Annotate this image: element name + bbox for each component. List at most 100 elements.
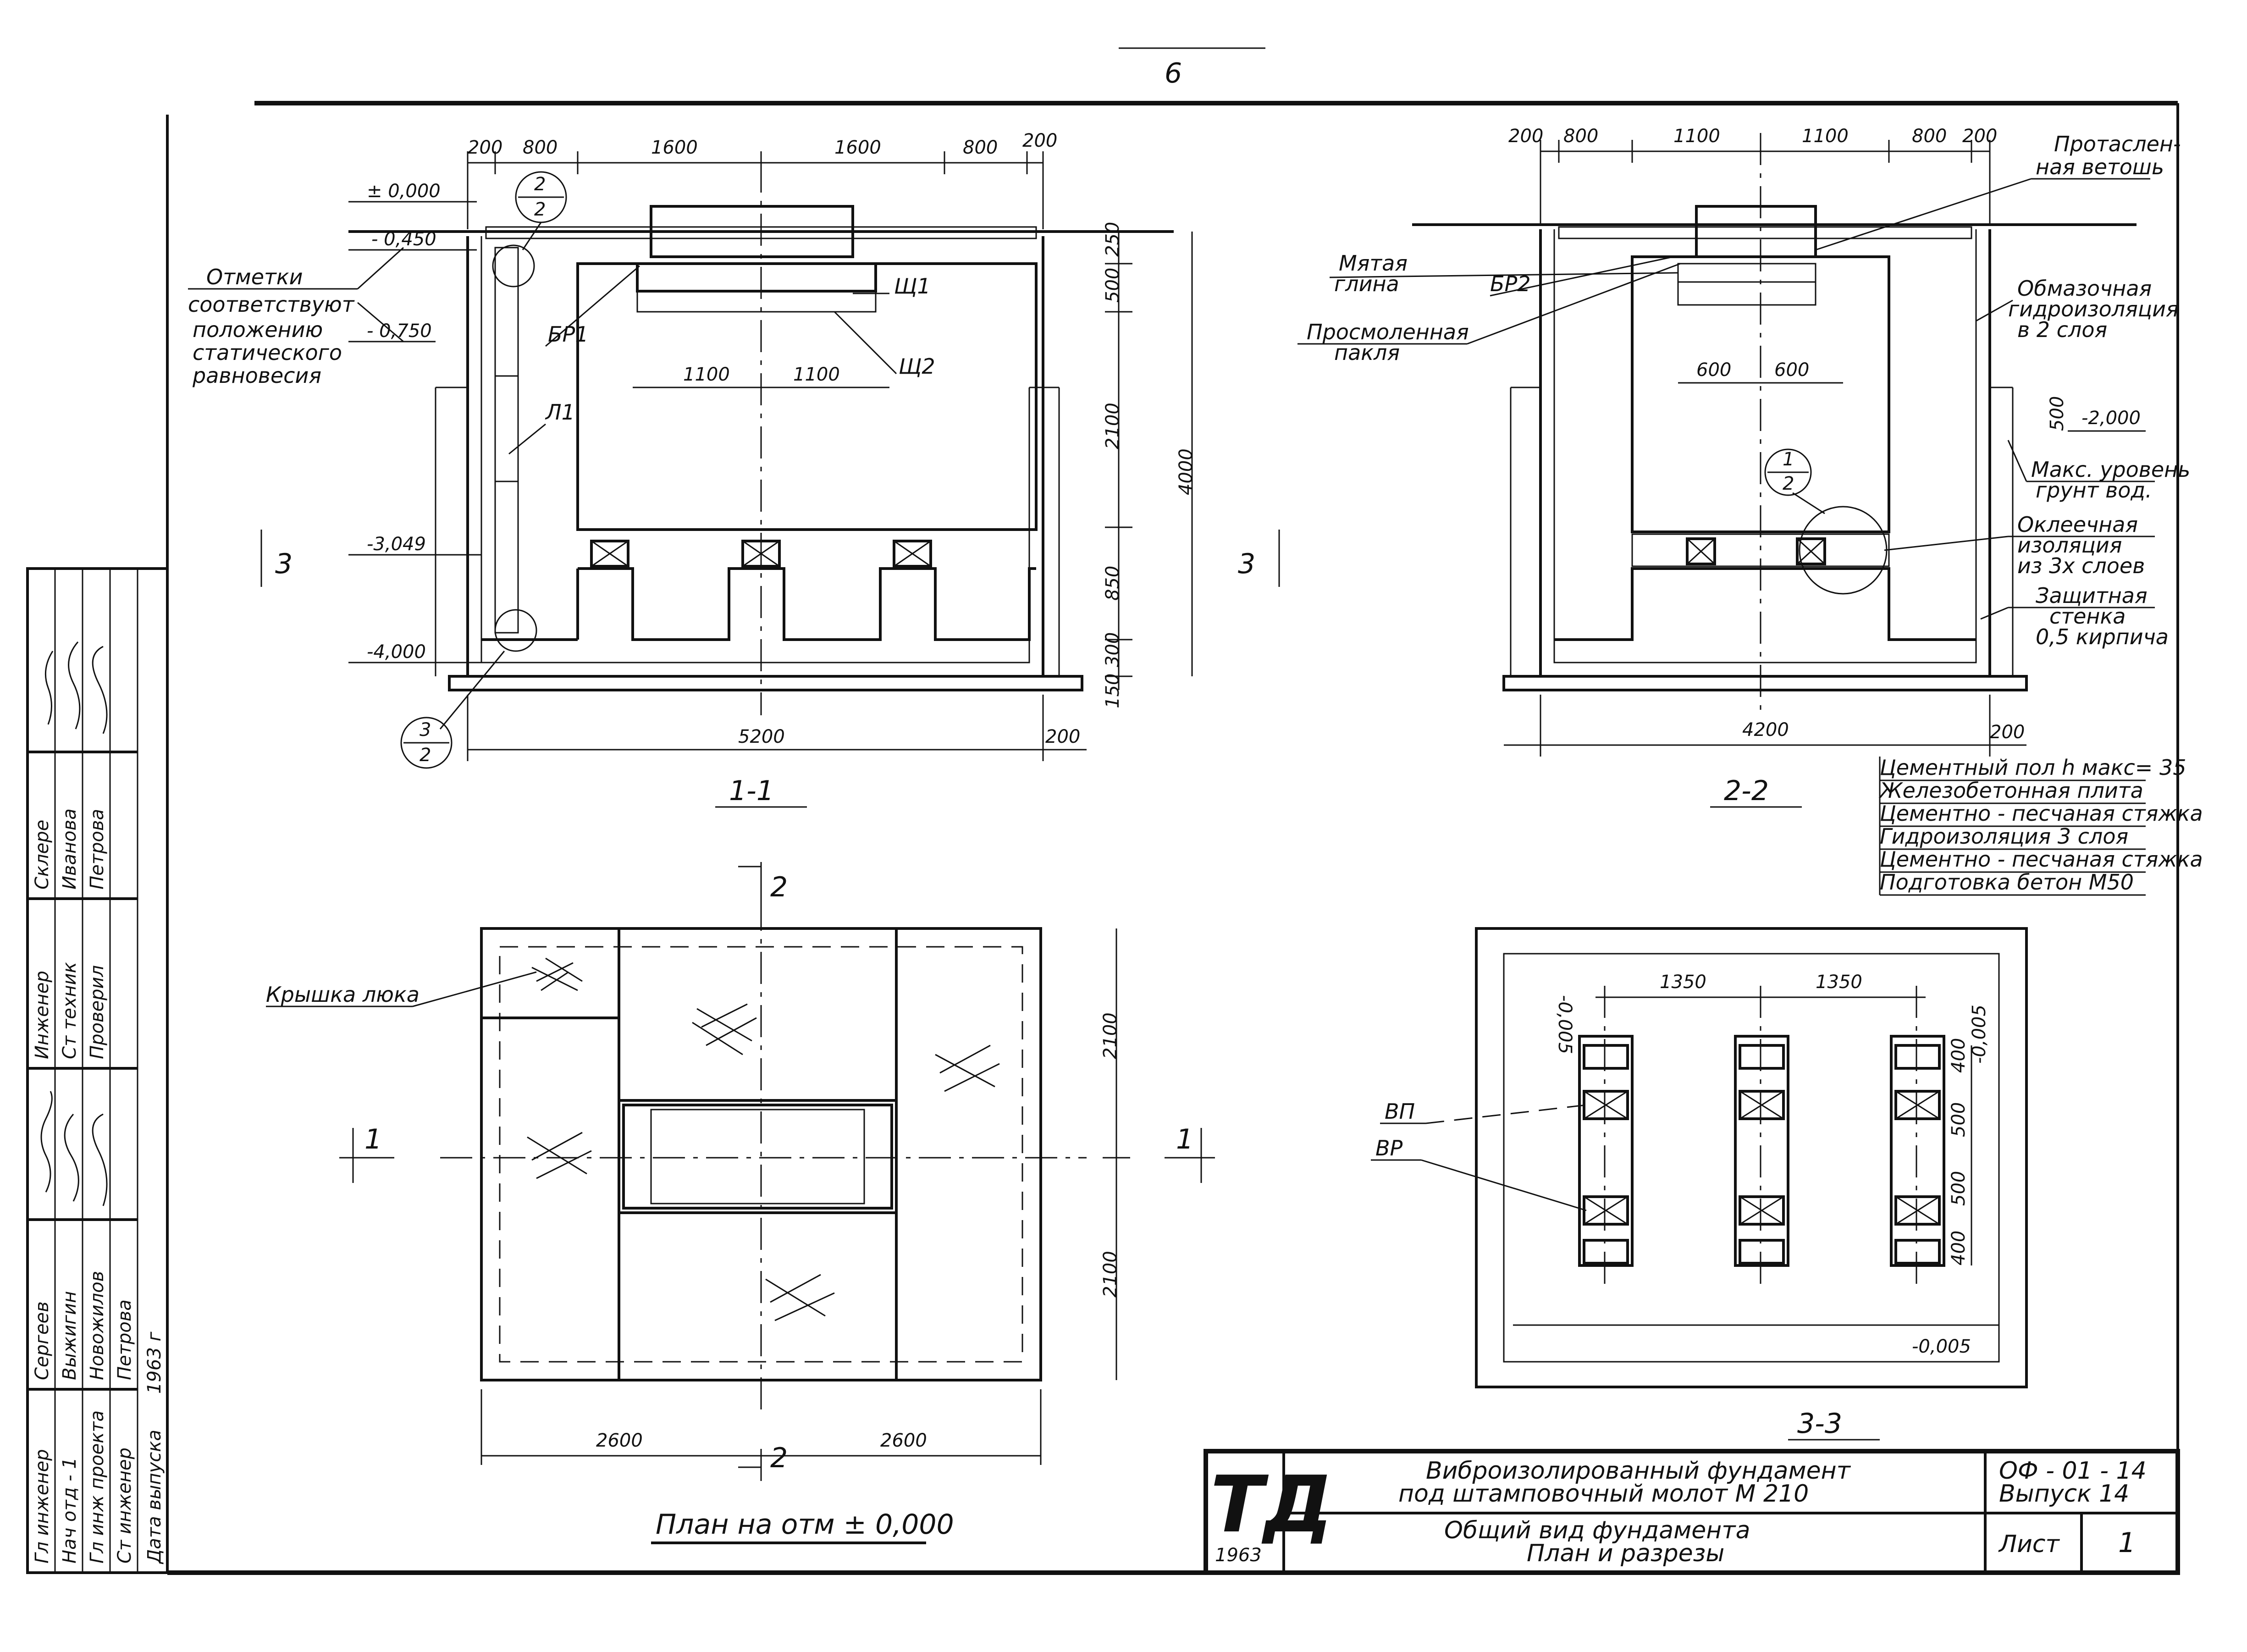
svg-text:в 2 слоя: в 2 слоя	[2017, 317, 2107, 342]
svg-text:Гл инж проекта: Гл инж проекта	[87, 1410, 108, 1564]
stamp-sheet-label: Лист	[1998, 1530, 2060, 1558]
title-block: ТД 1963 Виброизолированный фундамент под…	[1204, 1449, 2180, 1575]
svg-text:Иванова: Иванова	[59, 808, 80, 890]
plan-view: Крышка люка 2 2 1 1 2100 2100 2600 2600 …	[266, 862, 1215, 1544]
dim-1100: 1100	[683, 364, 730, 385]
svg-text:Подготовка бетон М50: Подготовка бетон М50	[1880, 870, 2134, 895]
dim-200: 200	[1990, 722, 2025, 743]
label-clay: Мятая глина	[1329, 251, 1678, 296]
dim-2100: 2100	[1100, 1012, 1121, 1059]
stamp-sheet-number: 1	[2118, 1527, 2136, 1559]
dim-1100: 1100	[1673, 126, 1720, 147]
floor-layers-list: Цементный пол h макс= 35 Железобетонная …	[1878, 755, 2203, 896]
sheet-frame	[26, 101, 2179, 1575]
svg-text:статического: статического	[193, 340, 342, 365]
dim-200: 200	[468, 137, 502, 158]
label-sch1: Щ1	[894, 274, 931, 298]
level-mark-left: -0,005	[1554, 995, 1575, 1054]
section-2-2: 200 800 1100 1100 800 200 600 600 500 42…	[1297, 126, 2203, 896]
equilibrium-note: Отметки соответствуют положению статичес…	[188, 247, 404, 388]
elev-4000: -4,000	[367, 641, 426, 663]
signature-scribble	[44, 651, 54, 725]
stamp-subtitle-line1: Общий вид фундамента	[1444, 1517, 1750, 1544]
plan-title: План на отм ± 0,000	[656, 1508, 954, 1541]
dim-1100: 1100	[793, 364, 840, 385]
dim-400: 400	[1948, 1038, 1969, 1073]
svg-text:Отметки: Отметки	[206, 265, 303, 289]
svg-text:Ст инженер: Ст инженер	[114, 1448, 135, 1564]
elev-0450: - 0,450	[371, 229, 436, 250]
dim-5200: 5200	[738, 726, 785, 747]
svg-text:Ст техник: Ст техник	[59, 962, 80, 1059]
elev-2000: -2,000	[2081, 408, 2141, 429]
label-paste: Оклеечная изоляция из 3х слоев	[1884, 512, 2155, 578]
stamp-title-line1: Виброизолированный фундамент	[1426, 1457, 1851, 1485]
svg-text:Цементный пол h макс= 35: Цементный пол h макс= 35	[1880, 755, 2186, 780]
label-water: Макс. уровень грунт вод.	[2007, 440, 2190, 503]
dim-800: 800	[1563, 126, 1598, 147]
dim-4200: 4200	[1742, 719, 1789, 740]
cut-mark-2-top: 2	[770, 871, 788, 903]
callout-2-2-bottom: 2	[534, 199, 546, 220]
svg-text:изоляция: изоляция	[2017, 533, 2122, 558]
callout-3-2-bottom: 2	[420, 745, 431, 766]
svg-text:Выжигин: Выжигин	[59, 1291, 80, 1380]
side-signature-block: Гл инженер Нач отд - 1 Гл инж проекта Ст…	[26, 567, 169, 1574]
stamp-title-line2: под штамповочный молот М 210	[1398, 1480, 1809, 1508]
svg-text:Защитная: Защитная	[2036, 583, 2148, 608]
dim-4000: 4000	[1176, 448, 1197, 495]
label-br1: БР1	[548, 322, 589, 347]
level-mark-right: -0,005	[1969, 1005, 1990, 1064]
svg-text:Дата выпуска: Дата выпуска	[144, 1430, 165, 1564]
svg-text:грунт вод.: грунт вод.	[2036, 478, 2152, 503]
dim-1100: 1100	[1802, 126, 1849, 147]
label-tow: Просмоленная пакля	[1297, 263, 1681, 365]
section-3-3: 1350 1350 400 500 500 400 -0,005 -0,005 …	[1371, 927, 2028, 1441]
svg-text:положению: положению	[193, 317, 323, 342]
svg-text:Просмоленная: Просмоленная	[1307, 320, 1469, 344]
dim-500: 500	[1102, 268, 1123, 303]
dim-200: 200	[1508, 126, 1543, 147]
dim-600: 600	[1774, 359, 1809, 381]
spring-boxes	[1583, 1044, 1941, 1265]
cut-mark-1-left: 1	[364, 1123, 382, 1155]
svg-text:Сергеев: Сергеев	[32, 1301, 53, 1380]
svg-text:Нач отд - 1: Нач отд - 1	[59, 1457, 80, 1564]
label-br2: БР2	[1490, 271, 1531, 296]
svg-text:Мятая: Мятая	[1339, 251, 1408, 276]
dim-400: 400	[1948, 1231, 1969, 1265]
svg-text:Железобетонная плита: Железобетонная плита	[1878, 778, 2143, 803]
section-title-2-2: 2-2	[1724, 775, 1769, 807]
signature-scribble	[68, 641, 81, 729]
svg-text:из 3х слоев: из 3х слоев	[2017, 553, 2145, 578]
dim-200: 200	[1045, 726, 1080, 747]
label-l1: Л1	[545, 400, 575, 425]
svg-text:Цементно - песчаная стяжка: Цементно - песчаная стяжка	[1880, 801, 2203, 826]
stamp-year: 1963	[1215, 1545, 1262, 1566]
elev-3049: -3,049	[367, 534, 426, 555]
stamp-issue: Выпуск 14	[1999, 1480, 2129, 1508]
svg-text:Оклеечная: Оклеечная	[2017, 512, 2138, 537]
dim-200: 200	[1022, 130, 1057, 151]
page-number: 6	[1165, 57, 1182, 89]
dim-500: 500	[1948, 1102, 1969, 1137]
dim-1350: 1350	[1816, 972, 1862, 993]
dim-500: 500	[2047, 396, 2068, 431]
level-mark-bottom: -0,005	[1912, 1336, 1971, 1357]
svg-text:Цементно - песчаная стяжка: Цементно - песчаная стяжка	[1880, 847, 2203, 872]
svg-text:Гидроизоляция 3 слоя: Гидроизоляция 3 слоя	[1880, 824, 2128, 849]
section-title-3-3: 3-3	[1797, 1408, 1842, 1440]
dim-2600: 2600	[880, 1430, 927, 1451]
label-vp: ВП	[1385, 1099, 1415, 1124]
svg-text:Новожилов: Новожилов	[87, 1271, 108, 1380]
label-vr: ВР	[1375, 1136, 1403, 1160]
dim-1600: 1600	[834, 137, 881, 158]
dim-2100: 2100	[1102, 403, 1123, 449]
stamp-subtitle-line2: План и разрезы	[1527, 1540, 1724, 1567]
cut-mark-3-right: 3	[1238, 548, 1255, 580]
dim-800: 800	[1912, 126, 1947, 147]
svg-text:Гл инженер: Гл инженер	[32, 1449, 53, 1564]
svg-text:стенка: стенка	[2049, 604, 2126, 629]
hatch-marks	[527, 957, 1000, 1321]
svg-text:Петрова: Петрова	[114, 1299, 135, 1380]
